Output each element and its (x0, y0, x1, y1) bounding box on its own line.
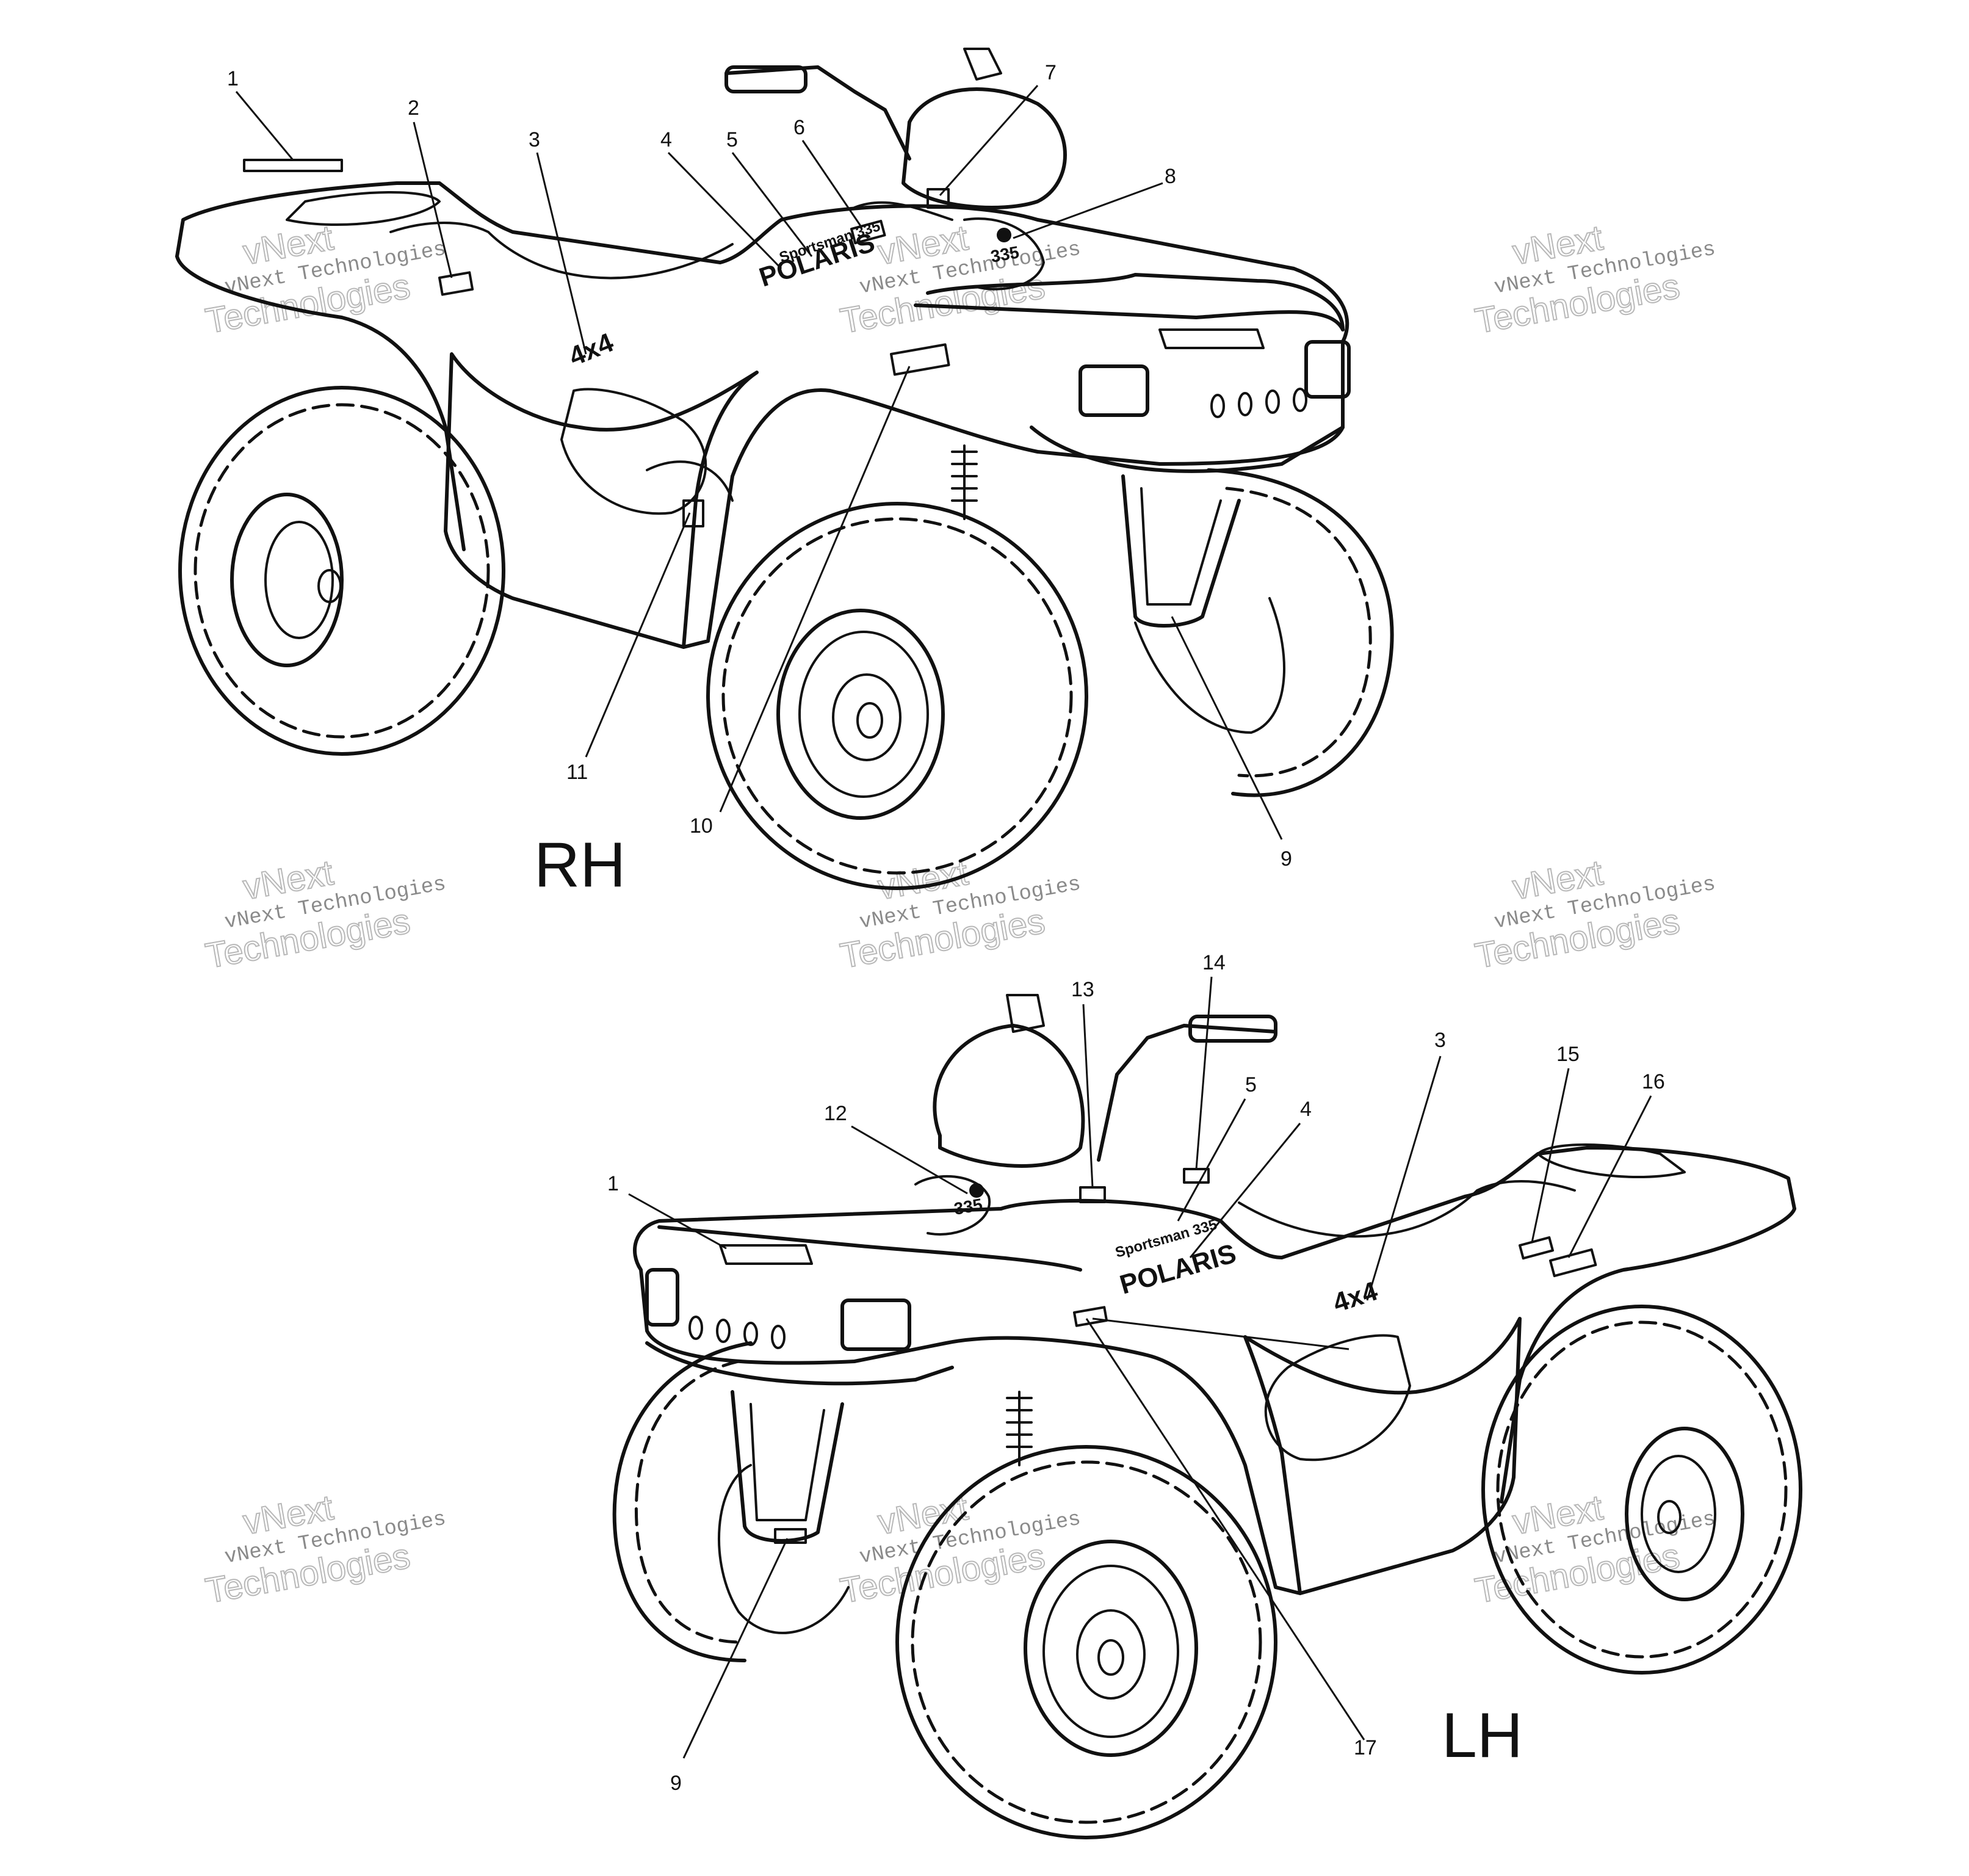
rh-callout-1: 1 (227, 67, 239, 90)
rh-view-label: RH (534, 830, 626, 900)
lh-rear-tire (1481, 1305, 1802, 1675)
rh-callout-6: 6 (793, 116, 805, 139)
watermark: vNext vNext Technologies Technologies (1472, 852, 1718, 977)
rh-decal-10 (890, 343, 950, 376)
rh-front-tire (706, 502, 1088, 890)
rh-callout-4: 4 (660, 128, 672, 151)
lh-callout-3: 3 (1434, 1029, 1446, 1052)
lh-4x4-decal: 4x4 (1329, 1276, 1381, 1318)
lh-callouts: 1 3 4 5 9 12 13 14 15 16 17 (607, 951, 1665, 1795)
lh-callout-16: 16 (1642, 1070, 1665, 1093)
rh-far-tire (1134, 468, 1394, 797)
rh-callout-8: 8 (1165, 165, 1176, 188)
watermark: vNext vNext Technologies Technologies (837, 1487, 1083, 1612)
atv-rh-view: 4x4 POLARIS Sportsman 335 335 (175, 48, 1394, 900)
lh-decal-17 (1073, 1306, 1108, 1327)
lh-view-label: LH (1442, 1700, 1523, 1771)
lh-leaders (628, 976, 1652, 1759)
lh-far-tire (612, 1341, 850, 1662)
rh-callouts: 1 2 3 4 5 6 7 8 9 10 11 (227, 61, 1292, 871)
lh-callout-12: 12 (824, 1102, 847, 1125)
rh-callout-9: 9 (1281, 847, 1292, 871)
rh-leaders (235, 85, 1283, 840)
lh-callout-1: 1 (607, 1172, 619, 1195)
watermark: vNext vNext Technologies Technologies (202, 217, 448, 342)
rh-callout-7: 7 (1045, 61, 1057, 84)
rh-decal-6 (850, 220, 886, 245)
lh-front-tire (895, 1445, 1277, 1839)
rh-callout-11: 11 (566, 761, 588, 784)
rh-decal-7 (927, 188, 950, 209)
lh-callout-4: 4 (1300, 1098, 1312, 1121)
rh-4x4-decal: 4x4 (565, 327, 618, 372)
atv-lh-view: 4x4 POLARIS Sportsman 335 335 (607, 951, 1802, 1839)
rh-decal-11 (682, 499, 704, 527)
watermark: vNext vNext Technologies Technologies (1472, 1487, 1718, 1612)
rh-rear-tire-left (178, 386, 505, 756)
rh-body: 4x4 POLARIS Sportsman 335 335 (175, 48, 1351, 649)
rh-callout-2: 2 (408, 96, 419, 120)
lh-body: 4x4 POLARIS Sportsman 335 335 (633, 994, 1796, 1595)
rh-decal-1 (243, 159, 343, 172)
lh-callout-15: 15 (1556, 1043, 1580, 1066)
rh-callout-5: 5 (726, 128, 738, 151)
watermark: vNext vNext Technologies Technologies (1472, 217, 1718, 342)
watermark: vNext vNext Technologies Technologies (202, 852, 448, 977)
lh-callout-17: 17 (1354, 1736, 1377, 1759)
watermark: vNext vNext Technologies Technologies (837, 852, 1083, 977)
watermark: vNext vNext Technologies Technologies (837, 217, 1083, 342)
rh-callout-3: 3 (529, 128, 540, 151)
watermark: vNext vNext Technologies Technologies (202, 1487, 448, 1612)
lh-decal-16 (1548, 1248, 1597, 1278)
lh-decal-9 (774, 1528, 807, 1544)
lh-decal-15 (1519, 1236, 1554, 1260)
rh-callout-10: 10 (690, 814, 713, 838)
lh-callout-14: 14 (1202, 951, 1226, 974)
lh-callout-13: 13 (1071, 978, 1094, 1001)
rh-decal-2 (438, 271, 474, 296)
lh-callout-5: 5 (1245, 1073, 1257, 1096)
lh-callout-9: 9 (670, 1772, 682, 1795)
lh-engine-badge: 335 (953, 1195, 984, 1219)
